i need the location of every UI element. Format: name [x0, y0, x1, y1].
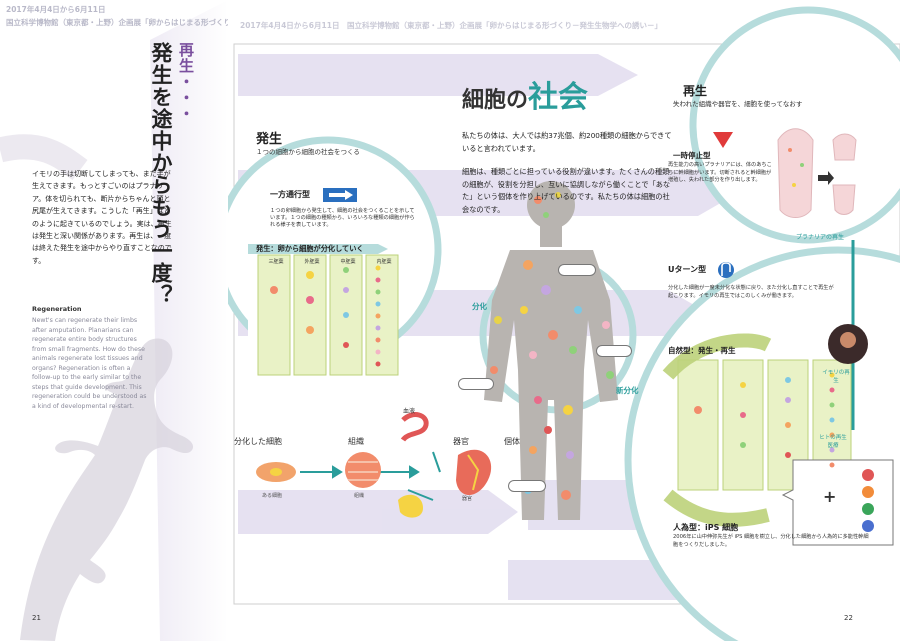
yellow-tissue-illustration [398, 494, 423, 518]
english-heading: Regeneration [32, 305, 82, 313]
flow-tissue-label: 組織 [348, 437, 364, 446]
flow-cell-label: 分化した細胞 [234, 437, 282, 446]
page-number-right: 22 [844, 614, 853, 622]
hassei-title: 発生 [256, 132, 283, 147]
right-header: 2017年4月4日から6月11日 国立科学博物館（東京都・上野）企画展「卵からは… [240, 21, 662, 30]
body-cells [490, 192, 614, 500]
saisei-title: 再生 [683, 84, 708, 98]
hassei-table-headers: 三胚葉 外胚葉 中胚葉 内胚葉 [258, 258, 402, 265]
planaria-illustration [777, 128, 814, 218]
flow-organ-caption: 器官 [462, 496, 473, 502]
flow-blood-label: 血液 [403, 408, 416, 415]
main-title-part1: 細胞の [462, 87, 529, 113]
hassei-table-header: 内胚葉 [376, 259, 392, 265]
natural-lanes [677, 359, 852, 491]
body-text-jp: イモリの手は切断してしまっても、また手が生えてきます。もっとすごいのはプラナリア… [32, 170, 172, 265]
flow-organ-label: 器官 [453, 437, 469, 446]
human-body-silhouette [484, 181, 618, 520]
uturn-label: Uターン型 [668, 265, 707, 274]
ips-label: 人為型：iPS 細胞 [673, 523, 739, 532]
blood-illustration [400, 412, 429, 442]
hassei-table-header: 中胚葉 [340, 259, 356, 265]
shinka-label: 新分化 [616, 386, 639, 395]
flow-cell-caption: ある細胞 [262, 493, 283, 499]
intro-text: 私たちの体は、大人では約37兆個、約200種類の細胞からできていると言われていま… [462, 131, 672, 153]
newt-silhouette-icon [20, 338, 194, 641]
human-label: ヒトの再生医療 [819, 435, 847, 449]
main-title-part2: 社会 [528, 80, 589, 115]
flow-tissue-caption: 組織 [354, 493, 365, 499]
right-page: + [228, 0, 900, 641]
tissue-illustration [345, 452, 381, 488]
uturn-icon [718, 262, 734, 278]
flow-individual-label: 個体 [504, 437, 520, 446]
saisei-subtitle: 失われた組織や器官を、細胞を使ってなおす [673, 100, 803, 108]
page-number-left: 21 [32, 614, 41, 622]
right-page-graphics: + [228, 6, 900, 641]
header-line-2: 国立科学博物館（東京都・上野）企画展「卵からはじまる形づくり－発生生物学への誘い… [6, 18, 228, 27]
natural-label: 自然型：発生・再生 [668, 346, 736, 355]
body-text-en: Newt's can regenerate their limbs after … [32, 317, 147, 410]
pause-desc: 再生能力の高いプラナリアには、体のあちこちに幹細胞がいます。切断されると幹細胞が… [668, 162, 772, 184]
bunka-label: 分化 [472, 302, 487, 311]
hassei-table-header: 外胚葉 [304, 259, 320, 265]
oneway-desc: １つの卵細胞から発生して、細胞の社会をつくることを示しています。１つの細胞の種類… [270, 208, 415, 228]
page-title: 発生を途中からもう一度？ [149, 42, 174, 306]
oneway-label: 一方通行型 [270, 190, 310, 199]
newt-label: イモリの再生 [822, 370, 850, 384]
ips-desc: 2006年に山中伸弥先生が iPS 細胞を樹立し、分化した細胞から人為的に多能性… [673, 534, 869, 548]
cell-bubble [508, 480, 546, 492]
uturn-desc: 分化した細胞が一度未分化な状態に戻り、また分化し直すことで再生が起こります。イモ… [668, 285, 834, 299]
organ-illustration [456, 449, 492, 495]
header-line-1: 2017年4月4日から6月11日 [6, 5, 106, 14]
left-page: 2017年4月4日から6月11日 国立科学博物館（東京都・上野）企画展「卵からは… [0, 0, 228, 641]
cell-bubble [458, 378, 494, 390]
cell-bubble [596, 345, 632, 357]
svg-text:+: + [823, 487, 836, 506]
title-saisei: 再生・・・ [177, 42, 195, 122]
hassei-subtitle: １つの細胞から細胞の社会をつくる [256, 148, 360, 156]
pause-label: 一時停止型 [673, 151, 711, 160]
hassei-flow-label: 発生：卵から細胞が分化していく [256, 244, 364, 253]
hassei-table-header: 三胚葉 [268, 259, 284, 265]
planaria-label: プラナリアの再生 [796, 234, 845, 241]
stop-sign-icon [713, 132, 733, 148]
left-page-background [0, 0, 228, 641]
intro-text-2: 細胞は、種類ごとに担っている役割が違います。たくさんの種類の細胞が、役割を分担し… [462, 167, 671, 214]
cell-bubble [558, 264, 596, 276]
main-title: 細胞の社会 [462, 72, 588, 116]
